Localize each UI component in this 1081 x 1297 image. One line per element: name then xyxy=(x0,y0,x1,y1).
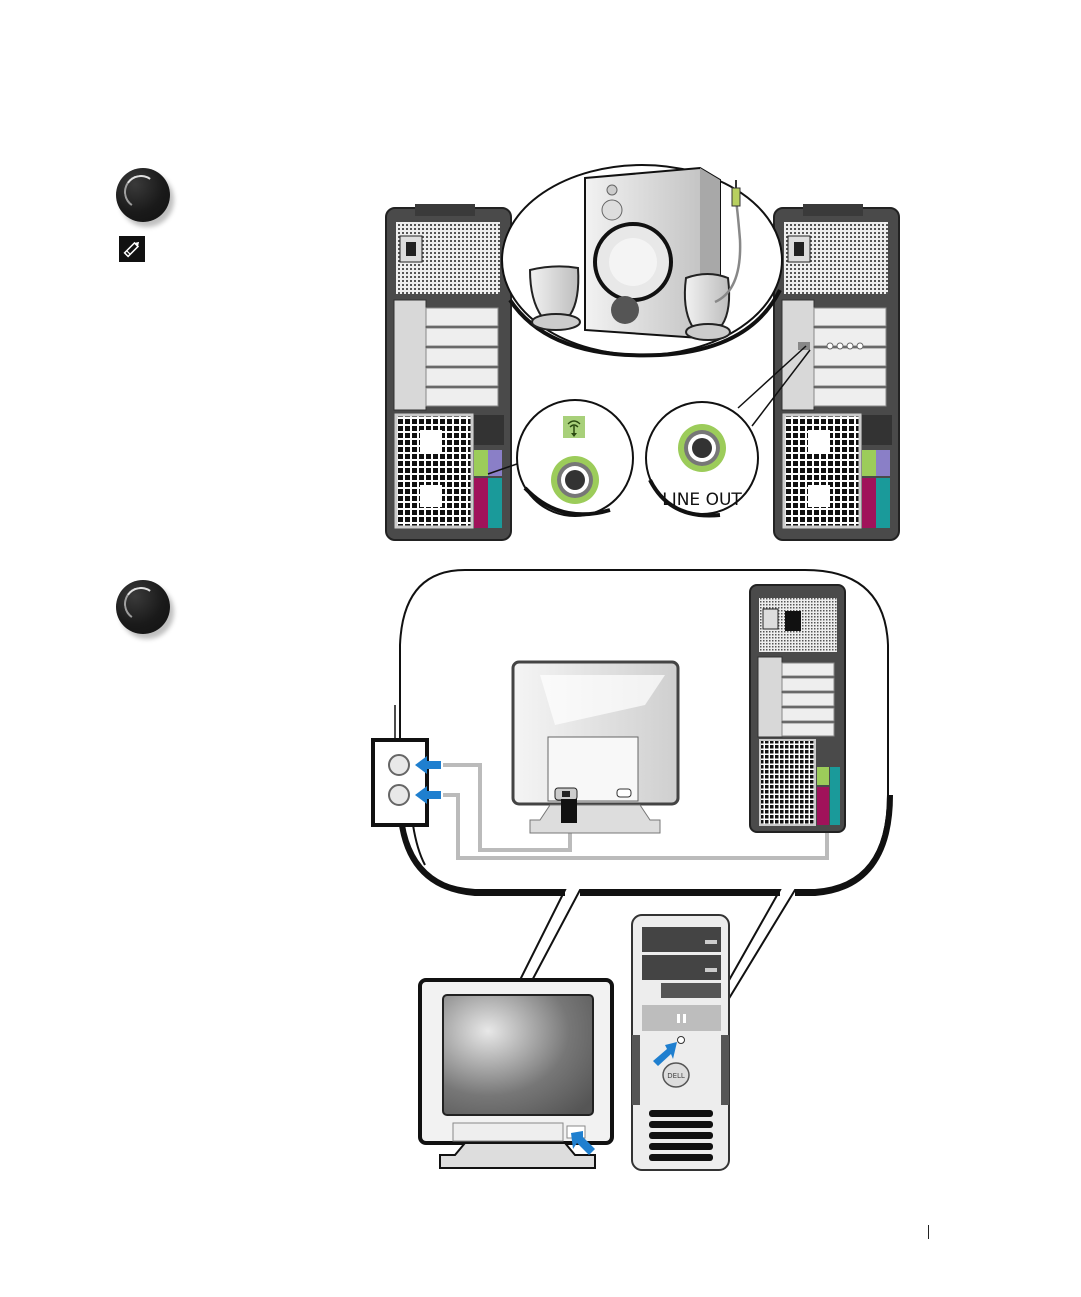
satellite-speaker-left xyxy=(528,265,581,331)
wall-outlet xyxy=(371,705,429,866)
outlet-arrow-top xyxy=(415,756,441,774)
computer-power-button-arrow xyxy=(653,1042,677,1066)
speaker-connection-figure: LINE OUT xyxy=(385,164,900,541)
note-pencil-icon xyxy=(119,236,145,262)
computer-front: DELL xyxy=(631,914,730,1171)
satellite-speaker-right xyxy=(683,273,731,341)
power-button[interactable] xyxy=(677,1036,685,1044)
line-out-jack-callout-left xyxy=(487,399,634,517)
monitor-power-button-arrow xyxy=(571,1131,595,1155)
speakers-callout xyxy=(501,164,783,358)
monitor-power-cable xyxy=(443,763,572,852)
pencil-glyph xyxy=(123,241,140,258)
monitor-rear xyxy=(511,660,680,834)
line-out-label: LINE OUT xyxy=(662,490,742,510)
monitor-front xyxy=(418,978,614,1169)
line-out-jack-callout-right: LINE OUT xyxy=(645,345,811,518)
outlet-arrow-bottom xyxy=(415,786,441,804)
computer-rear xyxy=(749,584,846,833)
computer-rear-right xyxy=(773,204,900,541)
step-2-bullet xyxy=(116,580,170,634)
power-connection-figure: DELL xyxy=(371,569,893,1171)
step-1-bullet xyxy=(116,168,170,222)
brand-badge: DELL xyxy=(667,1072,685,1080)
computer-rear-left xyxy=(385,204,512,541)
page-number-rule xyxy=(928,1225,929,1239)
